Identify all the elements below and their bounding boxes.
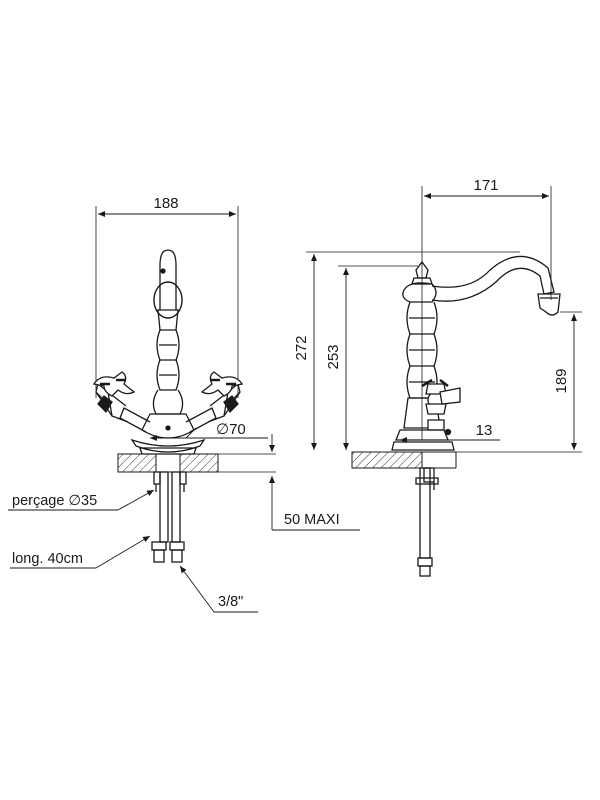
total-height-label: 272 bbox=[293, 335, 310, 360]
depth-dimension bbox=[269, 434, 360, 531]
base-diameter-dimension bbox=[150, 427, 268, 441]
spout-top-height-dimension bbox=[338, 265, 418, 450]
thread-label: 3/8" bbox=[218, 594, 243, 610]
width-dimension bbox=[95, 206, 239, 398]
base-diameter-label: ∅70 bbox=[216, 421, 246, 438]
spout-top-height-label: 253 bbox=[325, 344, 342, 369]
supply-pipes-front bbox=[151, 471, 187, 563]
front-view bbox=[8, 206, 360, 613]
offset-dim-label: 13 bbox=[476, 422, 493, 439]
spout-outlet-height-dimension bbox=[456, 311, 582, 453]
countertop-front bbox=[117, 453, 276, 473]
total-height-dimension bbox=[306, 251, 520, 450]
side-view bbox=[306, 186, 582, 577]
faucet-front bbox=[92, 249, 244, 455]
supply-pipes-side bbox=[415, 467, 439, 577]
width-dim-label: 188 bbox=[153, 195, 178, 212]
spout-outlet-height-label: 189 bbox=[553, 368, 570, 393]
hose-length-label: long. 40cm bbox=[12, 551, 83, 567]
depth-label: 50 MAXI bbox=[284, 512, 340, 528]
countertop-side bbox=[351, 451, 457, 469]
hole-label: perçage ∅35 bbox=[12, 493, 97, 509]
reach-dim-label: 171 bbox=[473, 177, 498, 194]
leader-lines bbox=[8, 489, 258, 613]
faucet-side bbox=[391, 255, 561, 451]
